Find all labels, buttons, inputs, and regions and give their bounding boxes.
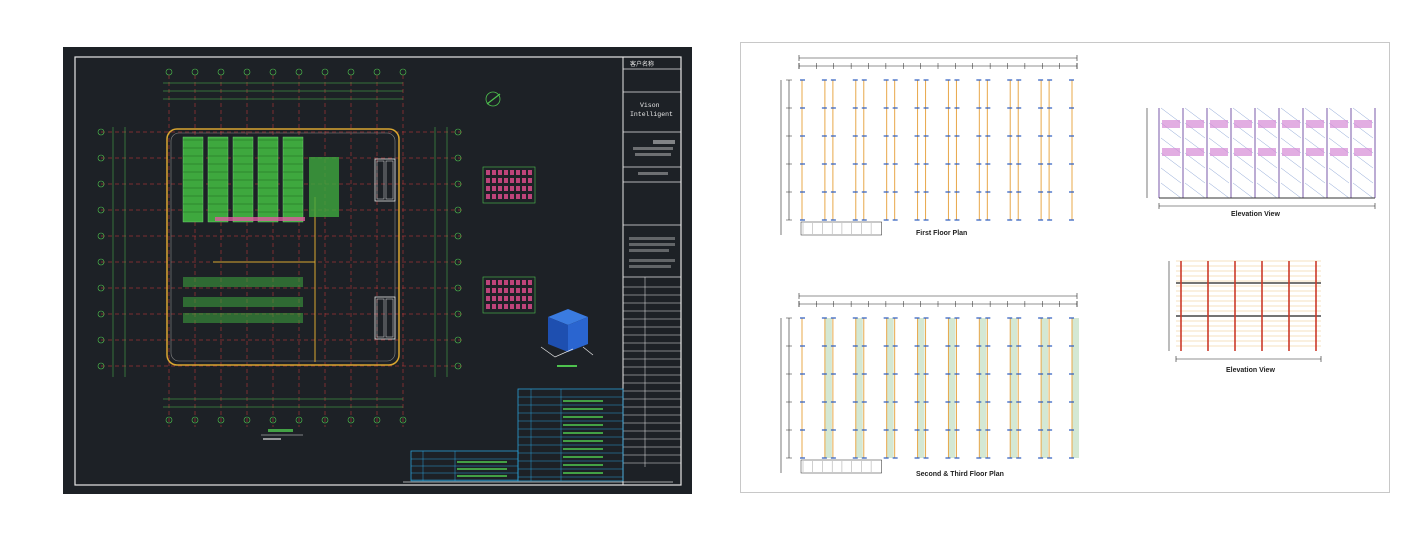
elevation-view-label-top: Elevation View [1231,211,1280,218]
conveyor-units [374,158,396,340]
rack-detail-views [482,166,536,314]
first-floor-plan-drawing [780,55,1078,236]
first-floor-plan-label: First Floor Plan [916,230,968,237]
elevation-view-drawing-top [1146,107,1376,209]
isometric-rack-icon [540,309,594,367]
second-third-floor-plan-drawing [780,293,1079,474]
company-name-line1: Vison [640,102,660,109]
footer-note [403,481,673,483]
building-outline [166,128,400,366]
project-info-table [410,388,624,482]
north-arrow-icon [485,91,501,107]
title-block-header: 客户名称 [630,61,655,68]
cad-drawing-panel: 客户名称 Vison Intelligent [63,47,692,494]
storage-racks [182,136,339,323]
axis-grid [97,68,463,427]
elevation-view-drawing-bottom [1168,260,1322,362]
title-block [622,56,682,486]
rack-layout-sheet: First Floor Plan Second & Third Floor Pl… [740,42,1390,493]
company-name-line2: Intelligent [630,111,673,118]
cad-floor-plan [74,56,682,486]
second-third-floor-plan-label: Second & Third Floor Plan [916,471,1004,478]
plan-title-mark [261,429,303,440]
elevation-view-label-bottom: Elevation View [1226,367,1275,374]
rack-layout-drawings [780,55,1376,474]
